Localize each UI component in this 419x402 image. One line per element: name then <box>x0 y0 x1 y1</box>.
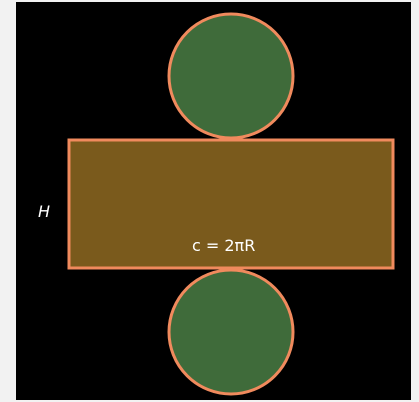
circumference-label: c = 2πR <box>192 236 256 255</box>
lateral-surface-rectangle <box>67 138 395 270</box>
top-circle <box>167 12 295 140</box>
diagram-canvas: H c = 2πR <box>16 2 411 400</box>
height-label: H <box>38 202 51 221</box>
cylinder-net-diagram <box>67 12 395 396</box>
bottom-circle <box>167 268 295 396</box>
